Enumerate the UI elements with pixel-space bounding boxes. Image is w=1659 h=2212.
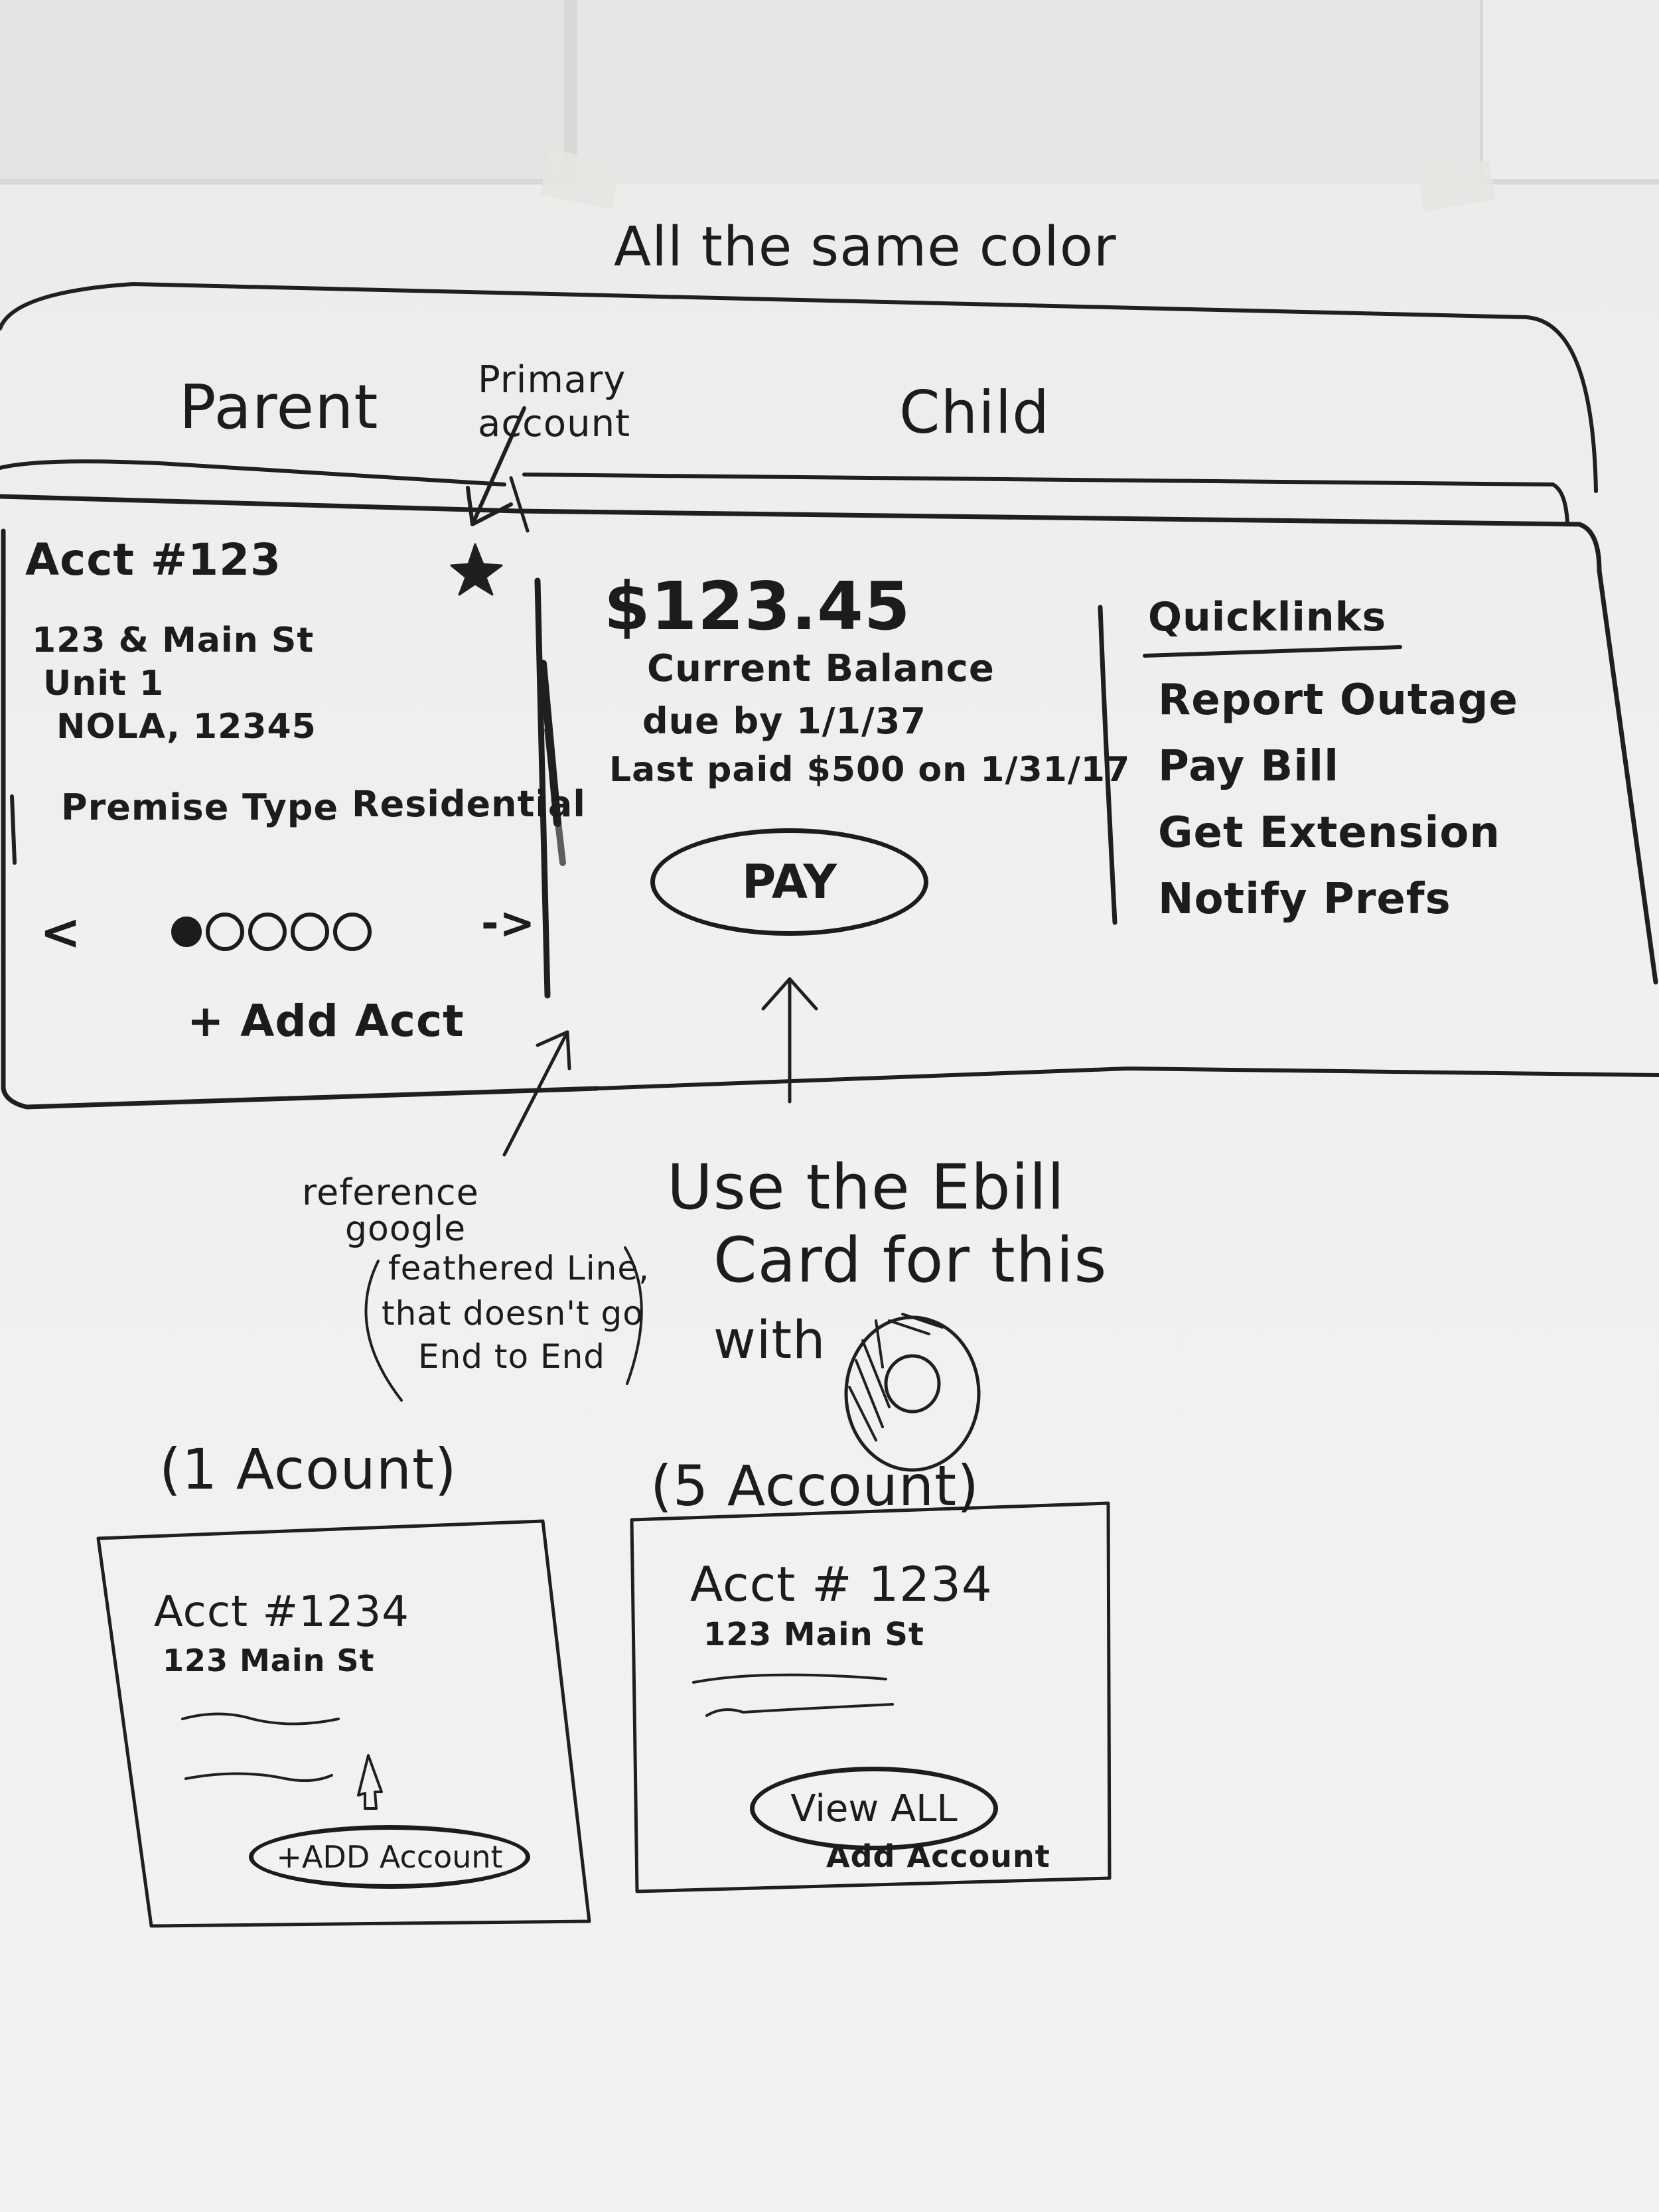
card-five-add-account-link[interactable]: Add Account <box>826 1838 1050 1874</box>
pager-prev-icon[interactable]: < <box>40 904 82 961</box>
pager-dots <box>171 913 372 951</box>
background-paper-right <box>1483 0 1659 179</box>
card-five-view-all-button[interactable]: View ALL <box>750 1767 998 1850</box>
card-five-view-all-label: View ALL <box>790 1787 958 1830</box>
reference-note-1: reference <box>302 1171 479 1213</box>
feathered-note-3: End to End <box>418 1337 606 1376</box>
parent-address-line1: 123 & Main St <box>32 621 315 660</box>
card-one-add-account-button[interactable]: +ADD Account <box>249 1825 530 1889</box>
top-note: All the same color <box>614 216 1117 279</box>
premise-type-label: Premise Type <box>61 786 339 828</box>
card-one-acct: Acct #1234 <box>154 1587 409 1637</box>
quicklinks-title: Quicklinks <box>1148 594 1387 640</box>
pager-dot[interactable] <box>248 913 287 951</box>
quicklink-item[interactable]: Get Extension <box>1158 808 1500 857</box>
card-five-heading: (5 Account) <box>650 1453 979 1518</box>
card-five-acct: Acct # 1234 <box>690 1556 993 1612</box>
due-date: due by 1/1/37 <box>642 700 926 742</box>
pager-next-icon[interactable]: -> <box>481 899 536 948</box>
balance-amount: $123.45 <box>604 567 911 645</box>
premise-type-value: Residential <box>352 783 586 825</box>
pay-button[interactable]: PAY <box>650 828 928 936</box>
parent-acct-number: Acct #123 <box>25 534 281 585</box>
quicklink-item[interactable]: Report Outage <box>1158 676 1518 725</box>
ebill-note-3: with <box>713 1311 826 1370</box>
primary-account-label: Primary account <box>478 358 631 445</box>
last-paid: Last paid $500 on 1/31/17 <box>609 750 1131 790</box>
parent-address-line2: Unit 1 <box>43 664 165 703</box>
pay-button-label: PAY <box>741 855 837 909</box>
pager-dot[interactable] <box>206 913 244 951</box>
pager-dot[interactable] <box>171 917 202 947</box>
quicklink-item[interactable]: Notify Prefs <box>1158 875 1451 924</box>
balance-label: Current Balance <box>647 647 995 690</box>
pager-dot[interactable] <box>333 913 372 951</box>
background-paper-center <box>577 0 1480 186</box>
feathered-note-2: that doesn't go <box>382 1294 644 1333</box>
background-paper-left <box>0 0 564 179</box>
parent-label: Parent <box>179 372 379 443</box>
pager-dot[interactable] <box>291 913 329 951</box>
card-five-address: 123 Main St <box>703 1616 924 1653</box>
add-acct-link[interactable]: + Add Acct <box>187 995 465 1047</box>
child-label: Child <box>899 378 1050 447</box>
ebill-note-1: Use the Ebill <box>667 1151 1066 1224</box>
card-one-address: 123 Main St <box>163 1643 375 1678</box>
parent-address-line3: NOLA, 12345 <box>56 707 317 747</box>
quicklink-item[interactable]: Pay Bill <box>1158 742 1339 791</box>
card-one-add-account-label: +ADD Account <box>276 1839 503 1875</box>
reference-note-2: google <box>345 1209 467 1249</box>
ebill-note-2: Card for this <box>713 1224 1108 1297</box>
card-one-heading: (1 Acount) <box>159 1437 457 1502</box>
feathered-note-1: feathered Line, <box>388 1249 650 1288</box>
